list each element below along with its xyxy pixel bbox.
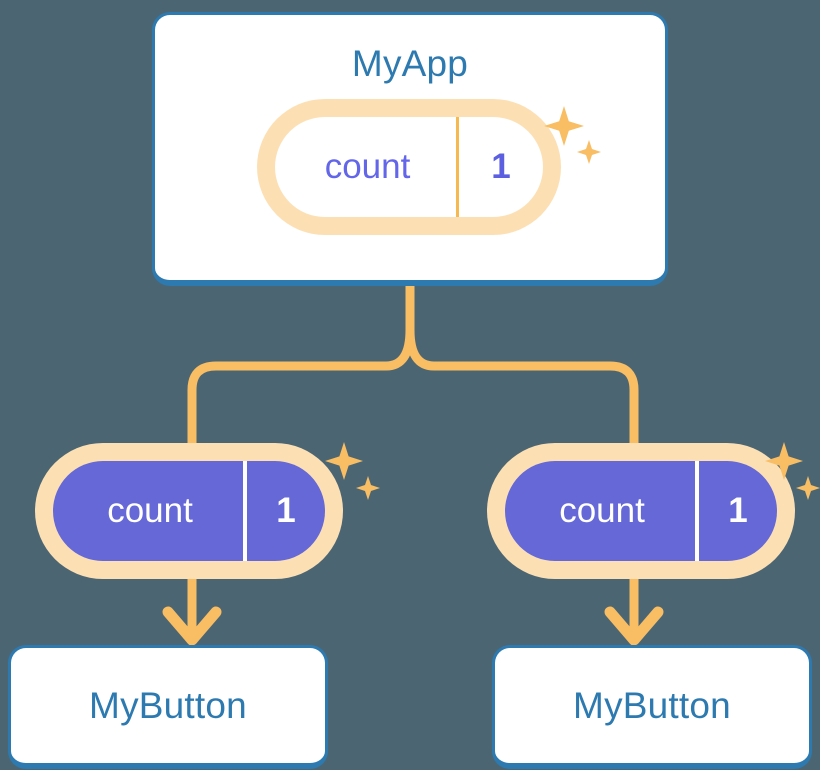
arrow-head-left-icon xyxy=(162,606,222,646)
card-title-mybutton: MyButton xyxy=(573,684,731,726)
state-pill-key: count xyxy=(107,491,193,530)
state-pill-right[interactable]: count 1 xyxy=(487,443,795,579)
card-title-myapp: MyApp xyxy=(351,43,469,84)
component-card-mybutton-right[interactable]: MyButton xyxy=(492,645,812,769)
state-pill-body: count 1 xyxy=(53,461,325,561)
arrow-head-right-icon xyxy=(604,606,664,646)
sparkle-small-icon xyxy=(356,476,380,500)
state-pill-left[interactable]: count 1 xyxy=(35,443,343,579)
state-pill-key: count xyxy=(324,147,411,186)
sparkle-small-icon xyxy=(796,476,820,500)
state-pill-value: 1 xyxy=(456,117,543,217)
component-card-mybutton-left[interactable]: MyButton xyxy=(8,645,328,769)
state-pill-value: 1 xyxy=(243,461,325,561)
card-title-mybutton: MyButton xyxy=(89,684,247,726)
connector-split-left xyxy=(187,325,415,457)
state-pill-value: 1 xyxy=(695,461,777,561)
state-pill-key: count xyxy=(559,491,645,530)
state-pill-body: count 1 xyxy=(505,461,777,561)
state-pill-myapp[interactable]: count 1 xyxy=(257,99,561,235)
state-pill-body: count 1 xyxy=(275,117,543,217)
connector-split-right xyxy=(405,325,639,457)
